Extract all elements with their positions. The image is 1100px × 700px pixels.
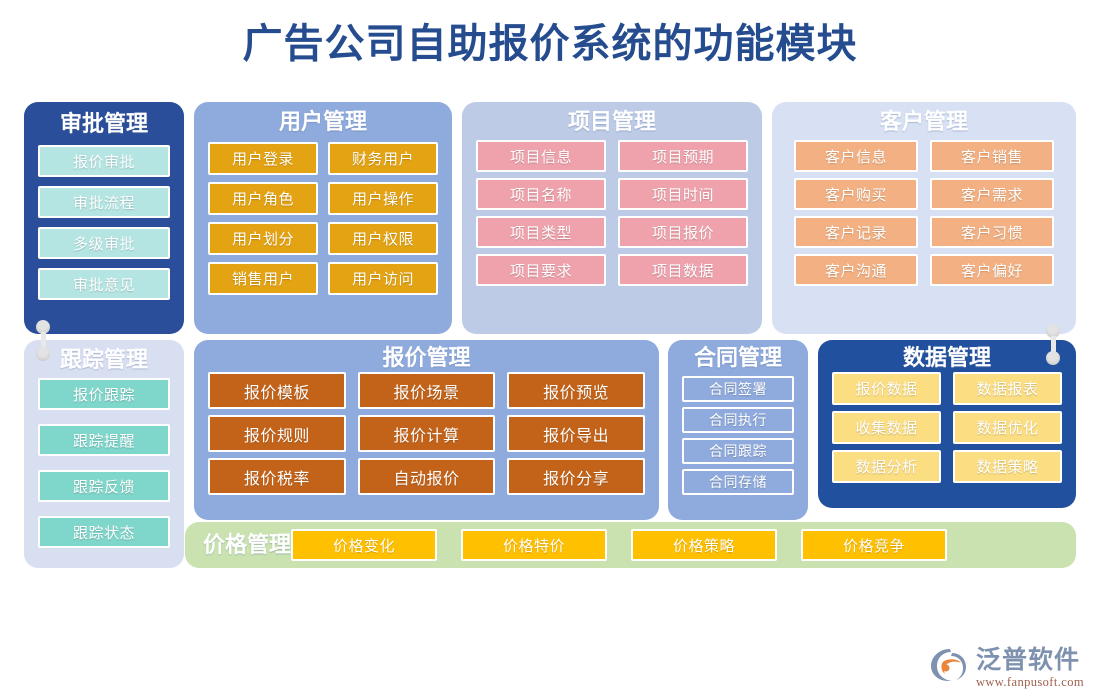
module-item[interactable]: 数据报表 [953,372,1062,406]
module-item[interactable]: 跟踪反馈 [38,470,170,503]
module-item[interactable]: 项目信息 [476,140,606,173]
fanpu-logo-icon [930,647,970,688]
module-item[interactable]: 报价税率 [208,458,346,496]
module-item[interactable]: 报价场景 [357,372,496,410]
panel-customer-title: 客户管理 [879,109,968,134]
panel-track[interactable]: 跟踪管理 报价跟踪 跟踪提醒 跟踪反馈 跟踪状态 [24,340,184,568]
module-item[interactable]: 价格变化 [291,529,438,561]
module-item[interactable]: 报价模板 [208,372,346,410]
page-title: 广告公司自助报价系统的功能模块 [242,21,858,66]
module-item[interactable]: 客户记录 [794,216,918,249]
panel-track-title: 跟踪管理 [59,347,148,372]
module-item[interactable]: 财务用户 [328,142,438,176]
module-item[interactable]: 报价规则 [208,415,346,453]
module-item[interactable]: 跟踪提醒 [38,424,170,457]
logo-wordmark: 泛普软件 www.fanpusoft.com [976,648,1084,689]
logo-brand-text: 泛普软件 [975,646,1080,674]
module-item[interactable]: 项目要求 [476,254,606,287]
panel-project-title: 项目管理 [567,109,656,134]
panel-approval-items: 报价审批 审批流程 多级审批 审批意见 [38,145,170,301]
module-item[interactable]: 数据分析 [832,450,941,484]
module-item[interactable]: 项目报价 [618,216,748,249]
module-item[interactable]: 审批意见 [38,268,170,301]
module-item[interactable]: 项目预期 [618,140,748,173]
modules-board: 审批管理 报价审批 审批流程 多级审批 审批意见 用户管理 用户登录 财务用户 … [0,100,1100,580]
module-item[interactable]: 项目名称 [476,178,606,211]
module-item[interactable]: 用户访问 [328,262,438,296]
panel-quote-title: 报价管理 [382,345,471,370]
module-item[interactable]: 报价数据 [832,372,941,406]
module-item[interactable]: 客户销售 [930,140,1054,173]
panel-contract[interactable]: 合同管理 合同签署 合同执行 合同跟踪 合同存储 [668,340,808,520]
panel-price[interactable]: 价格管理 价格变化 价格特价 价格策略 价格竞争 [185,522,1076,568]
module-item[interactable]: 客户习惯 [930,216,1054,249]
panel-user-title: 用户管理 [278,109,367,134]
module-item[interactable]: 报价导出 [507,415,645,453]
module-item[interactable]: 数据策略 [953,450,1062,484]
module-item[interactable]: 多级审批 [38,227,170,260]
module-item[interactable]: 客户偏好 [930,254,1054,287]
module-item[interactable]: 合同签署 [682,376,794,403]
module-item[interactable]: 客户信息 [794,140,918,173]
panel-data-items: 报价数据 数据报表 收集数据 数据优化 数据分析 数据策略 [832,372,1062,484]
module-item[interactable]: 价格策略 [631,529,778,561]
module-item[interactable]: 客户沟通 [794,254,918,287]
panel-price-items: 价格变化 价格特价 价格策略 价格竞争 [291,529,1062,561]
panel-quote[interactable]: 报价管理 报价模板 报价场景 报价预览 报价规则 报价计算 报价导出 报价税率 … [194,340,659,520]
panel-user-items: 用户登录 财务用户 用户角色 用户操作 用户划分 用户权限 销售用户 用户访问 [208,142,438,296]
module-item[interactable]: 报价预览 [507,372,645,410]
panel-customer-items: 客户信息 客户销售 客户购买 客户需求 客户记录 客户习惯 客户沟通 客户偏好 [794,140,1054,287]
module-item[interactable]: 用户角色 [208,182,318,216]
panel-quote-items: 报价模板 报价场景 报价预览 报价规则 报价计算 报价导出 报价税率 自动报价 … [208,372,645,496]
module-item[interactable]: 合同跟踪 [682,438,794,465]
panel-project[interactable]: 项目管理 项目信息 项目预期 项目名称 项目时间 项目类型 项目报价 项目要求 … [462,102,762,334]
module-item[interactable]: 客户购买 [794,178,918,211]
panel-contract-items: 合同签署 合同执行 合同跟踪 合同存储 [682,376,794,496]
module-item[interactable]: 收集数据 [832,411,941,445]
logo-url-text: www.fanpusoft.com [975,674,1084,689]
module-item[interactable]: 用户权限 [328,222,438,256]
panel-data[interactable]: 数据管理 报价数据 数据报表 收集数据 数据优化 数据分析 数据策略 [818,340,1076,508]
panel-project-items: 项目信息 项目预期 项目名称 项目时间 项目类型 项目报价 项目要求 项目数据 [476,140,748,287]
module-item[interactable]: 报价跟踪 [38,378,170,411]
module-item[interactable]: 报价分享 [507,458,645,496]
panel-approval[interactable]: 审批管理 报价审批 审批流程 多级审批 审批意见 [24,102,184,334]
panel-data-title: 数据管理 [902,345,991,370]
module-item[interactable]: 用户操作 [328,182,438,216]
module-item[interactable]: 用户登录 [208,142,318,176]
module-item[interactable]: 合同存储 [682,469,794,496]
company-logo: 泛普软件 www.fanpusoft.com [930,647,1084,688]
module-item[interactable]: 项目类型 [476,216,606,249]
module-item[interactable]: 项目时间 [618,178,748,211]
module-item[interactable]: 销售用户 [208,262,318,296]
module-item[interactable]: 审批流程 [38,186,170,219]
module-item[interactable]: 报价计算 [357,415,496,453]
module-item[interactable]: 客户需求 [930,178,1054,211]
module-item[interactable]: 用户划分 [208,222,318,256]
module-item[interactable]: 合同执行 [682,407,794,434]
module-item[interactable]: 价格特价 [461,529,608,561]
panel-customer[interactable]: 客户管理 客户信息 客户销售 客户购买 客户需求 客户记录 客户习惯 客户沟通 … [772,102,1076,334]
panel-user[interactable]: 用户管理 用户登录 财务用户 用户角色 用户操作 用户划分 用户权限 销售用户 … [194,102,452,334]
panel-price-title: 价格管理 [203,531,292,557]
module-item[interactable]: 价格竞争 [801,529,948,561]
panel-contract-title: 合同管理 [693,345,782,370]
panel-approval-title: 审批管理 [59,111,148,136]
panel-track-items: 报价跟踪 跟踪提醒 跟踪反馈 跟踪状态 [38,378,170,549]
module-item[interactable]: 项目数据 [618,254,748,287]
module-item[interactable]: 自动报价 [357,458,496,496]
module-item[interactable]: 数据优化 [953,411,1062,445]
module-item[interactable]: 报价审批 [38,145,170,178]
module-item[interactable]: 跟踪状态 [38,516,170,549]
